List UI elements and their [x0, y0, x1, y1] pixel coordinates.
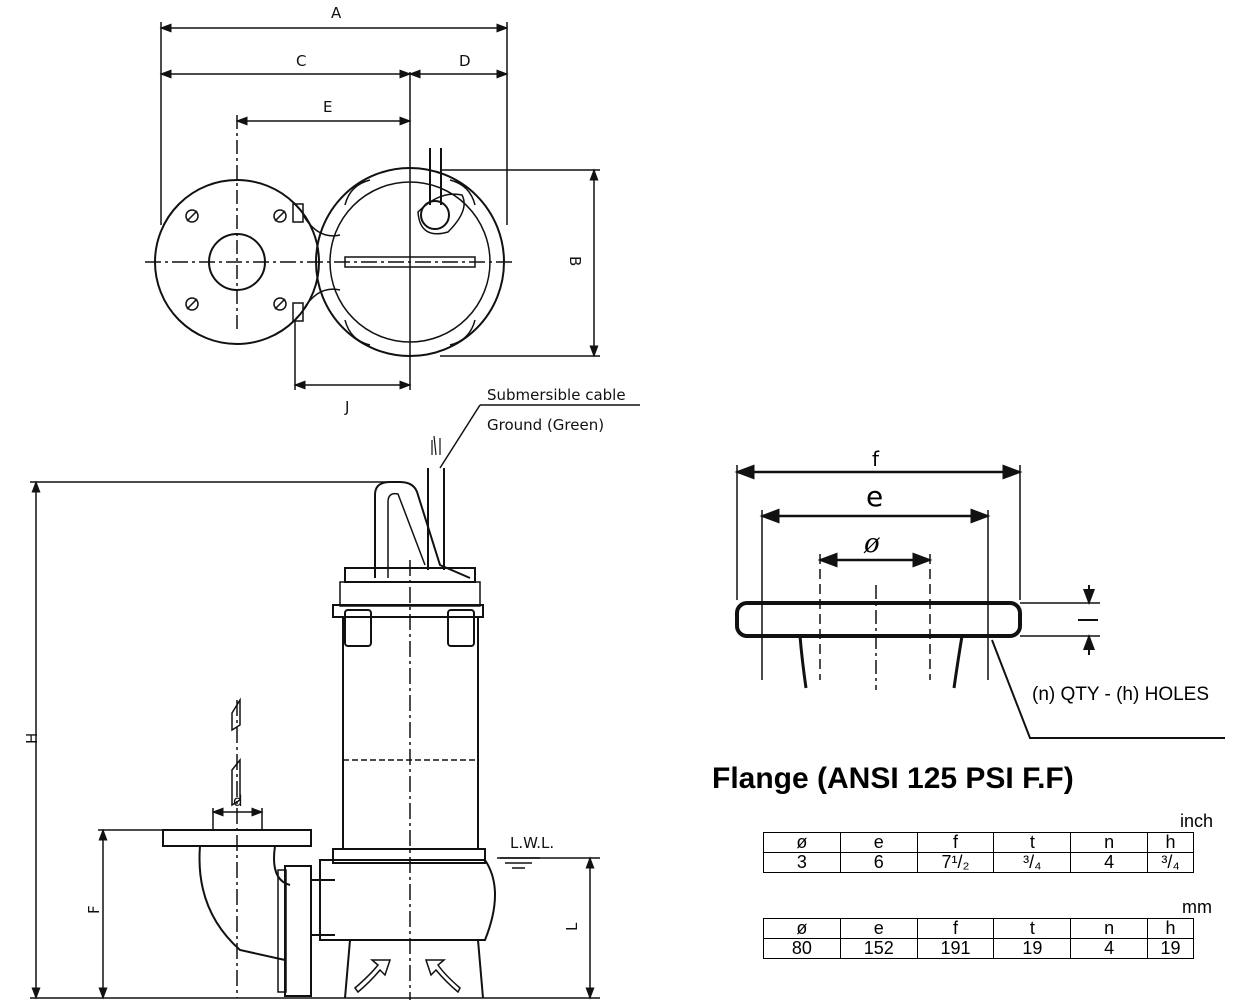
table-cell: 3 [763, 852, 841, 873]
header-cell: n [1070, 832, 1149, 853]
dim-L: L [563, 922, 581, 931]
dim-e: e [866, 480, 883, 513]
flange-table-inch: ø e f t n h 3 6 7¹/₂ ³/₄ 4 ³/₄ [763, 832, 1194, 873]
table-cell: ³/₄ [1147, 852, 1194, 873]
top-view [145, 22, 600, 390]
table-cell: 7¹/₂ [916, 852, 995, 873]
dim-phi: ø [863, 529, 880, 559]
table-cell: 191 [916, 938, 995, 959]
header-cell: f [916, 832, 995, 853]
ground-label: Ground (Green) [487, 416, 604, 434]
table-cell: 4 [1070, 852, 1149, 873]
table-row: 80 152 191 19 4 19 [763, 938, 1194, 959]
table-cell: 152 [839, 938, 918, 959]
table-unit-mm: mm [1182, 897, 1212, 917]
header-cell: h [1147, 832, 1194, 853]
flange-dim-labels: f e ø [863, 447, 883, 559]
side-view [30, 404, 640, 1000]
holes-label: (n) QTY - (h) HOLES [1032, 684, 1210, 705]
table-cell: 6 [839, 852, 918, 873]
side-view-labels: Submersible cable Ground (Green) H F L d… [23, 386, 626, 931]
dim-F: F [85, 905, 103, 914]
table-cell: ³/₄ [993, 852, 1072, 873]
flange-table-mm: ø e f t n h 80 152 191 19 4 19 [763, 918, 1194, 959]
dim-J: J [344, 398, 349, 416]
lwl-label: L.W.L. [510, 834, 554, 852]
dim-B: B [566, 256, 584, 266]
dim-A: A [331, 4, 342, 22]
flange-title: Flange (ANSI 125 PSI F.F) [712, 762, 1074, 795]
header-cell: e [839, 918, 918, 939]
dim-C: C [296, 52, 306, 70]
submersible-cable-label: Submersible cable [487, 386, 626, 404]
table-header-row: ø e f t n h [763, 832, 1194, 853]
dim-E: E [323, 98, 332, 116]
table-header-row: ø e f t n h [763, 918, 1194, 939]
dim-d: d [233, 792, 243, 810]
header-cell: n [1070, 918, 1149, 939]
header-cell: e [839, 832, 918, 853]
header-cell: f [916, 918, 995, 939]
dim-H: H [23, 733, 41, 744]
header-cell: t [993, 918, 1072, 939]
table-cell: 4 [1070, 938, 1149, 959]
table-row: 3 6 7¹/₂ ³/₄ 4 ³/₄ [763, 852, 1194, 873]
dim-f: f [872, 447, 880, 471]
header-cell: h [1147, 918, 1194, 939]
header-cell: ø [763, 918, 841, 939]
table-cell: 19 [1147, 938, 1194, 959]
table-cell: 80 [763, 938, 841, 959]
header-cell: ø [763, 832, 841, 853]
table-cell: 19 [993, 938, 1072, 959]
top-view-dim-labels: A C D E B J [296, 4, 584, 416]
table-unit-inch: inch [1180, 811, 1214, 831]
header-cell: t [993, 832, 1072, 853]
dim-D: D [459, 52, 471, 70]
flange-section-view [734, 464, 1225, 739]
